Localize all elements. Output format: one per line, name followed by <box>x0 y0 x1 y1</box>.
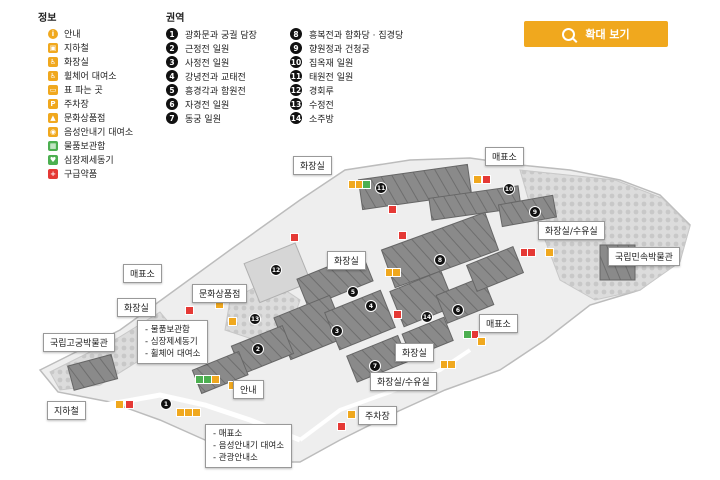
area-pin-10[interactable]: 10 <box>503 183 515 195</box>
label-subway[interactable]: 지하철 <box>47 401 86 420</box>
area-pin-7[interactable]: 7 <box>369 360 381 372</box>
callout-line: - 매표소 <box>213 429 243 439</box>
callout-line: - 물품보관함 <box>145 325 190 335</box>
area-pin-9[interactable]: 9 <box>529 206 541 218</box>
label-palace-museum[interactable]: 국립고궁박물관 <box>43 333 115 352</box>
info-icon: i <box>48 28 58 39</box>
label-restroom-center-right[interactable]: 화장실 <box>395 343 434 362</box>
facility-callout-bottom[interactable]: - 매표소 - 음성안내기 대여소 - 관광안내소 <box>205 424 293 468</box>
defibrillator-icon: ♥ <box>48 154 58 165</box>
first-aid-icon <box>290 233 299 242</box>
area-pin-8[interactable]: 8 <box>434 254 446 266</box>
legend-item-wheelchair: ♿휠체어 대여소 <box>48 70 117 82</box>
legend-item-first-aid: +구급약품 <box>48 167 97 180</box>
restroom-icon <box>545 248 554 257</box>
first-aid-icon: + <box>48 168 58 179</box>
first-aid-icon <box>398 231 407 240</box>
first-aid-icon <box>388 205 397 214</box>
legend-item-ticket: ▭표 파는 곳 <box>48 84 103 96</box>
label-restroom-mid[interactable]: 화장실 <box>327 251 366 270</box>
first-aid-icon <box>125 400 134 409</box>
label-restroom-water-right[interactable]: 화장실/수유실 <box>538 221 605 240</box>
area-pin-2[interactable]: 2 <box>252 343 264 355</box>
legend-item-restroom: ♿화장실 <box>48 56 89 68</box>
first-aid-icon <box>393 310 402 319</box>
restroom-icon: ♿ <box>48 56 58 67</box>
area-pin-12[interactable]: 12 <box>270 264 282 276</box>
locker-icon: ▦ <box>48 140 58 151</box>
restroom-icon <box>392 268 401 277</box>
label-restroom-left[interactable]: 화장실 <box>117 298 156 317</box>
audio-guide-icon: ◉ <box>48 126 58 137</box>
shop-icon: ▲ <box>48 112 58 123</box>
label-ticket-top[interactable]: 매표소 <box>485 147 524 166</box>
first-aid-icon <box>527 248 536 257</box>
callout-line: - 음성안내기 대여소 <box>213 441 285 451</box>
restroom-icon <box>447 360 456 369</box>
wheelchair-icon <box>211 375 220 384</box>
area-pin-6[interactable]: 6 <box>452 304 464 316</box>
info-icon <box>192 408 201 417</box>
callout-line: - 관광안내소 <box>213 453 258 463</box>
legend-item-subway: ▣지하철 <box>48 42 89 54</box>
label-culture-shop[interactable]: 문화상품점 <box>192 284 248 303</box>
area-pin-13[interactable]: 13 <box>249 313 261 325</box>
legend-item-shop: ▲문화상품점 <box>48 111 105 124</box>
ticket-icon: ▭ <box>48 84 58 95</box>
shop-icon <box>228 317 237 326</box>
first-aid-icon <box>185 306 194 315</box>
parking-icon: P <box>48 98 58 109</box>
area-pin-11[interactable]: 11 <box>375 182 387 194</box>
legend-item-defibrillator: ♥심장제세동기 <box>48 154 114 166</box>
ticket-icon <box>477 337 486 346</box>
area-pin-3[interactable]: 3 <box>331 325 343 337</box>
area-pin-4[interactable]: 4 <box>365 300 377 312</box>
label-folk-museum[interactable]: 국립민속박물관 <box>608 247 680 266</box>
defibrillator-icon <box>463 330 472 339</box>
parking-icon <box>347 410 356 419</box>
label-ticket-left[interactable]: 매표소 <box>123 264 162 283</box>
legend-item-locker: ▦물품보관함 <box>48 140 106 152</box>
subway-icon <box>115 400 124 409</box>
label-restroom-top[interactable]: 화장실 <box>293 156 332 175</box>
label-ticket-right[interactable]: 매표소 <box>479 314 518 333</box>
label-restroom-water-lower[interactable]: 화장실/수유실 <box>370 372 437 391</box>
area-pin-1[interactable]: 1 <box>160 398 172 410</box>
area-pin-14[interactable]: 14 <box>421 311 433 323</box>
facility-callout-left[interactable]: - 물품보관함 - 심장제세동기 - 휠체어 대여소 <box>137 320 209 364</box>
wheelchair-icon: ♿ <box>48 70 58 81</box>
label-info[interactable]: 안내 <box>233 380 264 399</box>
first-aid-icon <box>337 422 346 431</box>
ticket-icon <box>473 175 482 184</box>
search-icon <box>562 27 576 41</box>
area-legend-title: 권역 <box>166 13 185 24</box>
info-legend-title: 정보 <box>38 13 57 24</box>
legend-item-audio-guide: ◉음성안내기 대여소 <box>48 126 134 138</box>
first-aid-icon <box>482 175 491 184</box>
callout-line: - 심장제세동기 <box>145 337 198 347</box>
subway-icon: ▣ <box>48 42 58 53</box>
callout-line: - 휠체어 대여소 <box>145 349 201 359</box>
area-pin-5[interactable]: 5 <box>347 286 359 298</box>
label-parking[interactable]: 주차장 <box>358 406 397 425</box>
zoom-view-button[interactable]: 확대 보기 <box>524 21 668 47</box>
locker-icon <box>362 180 371 189</box>
